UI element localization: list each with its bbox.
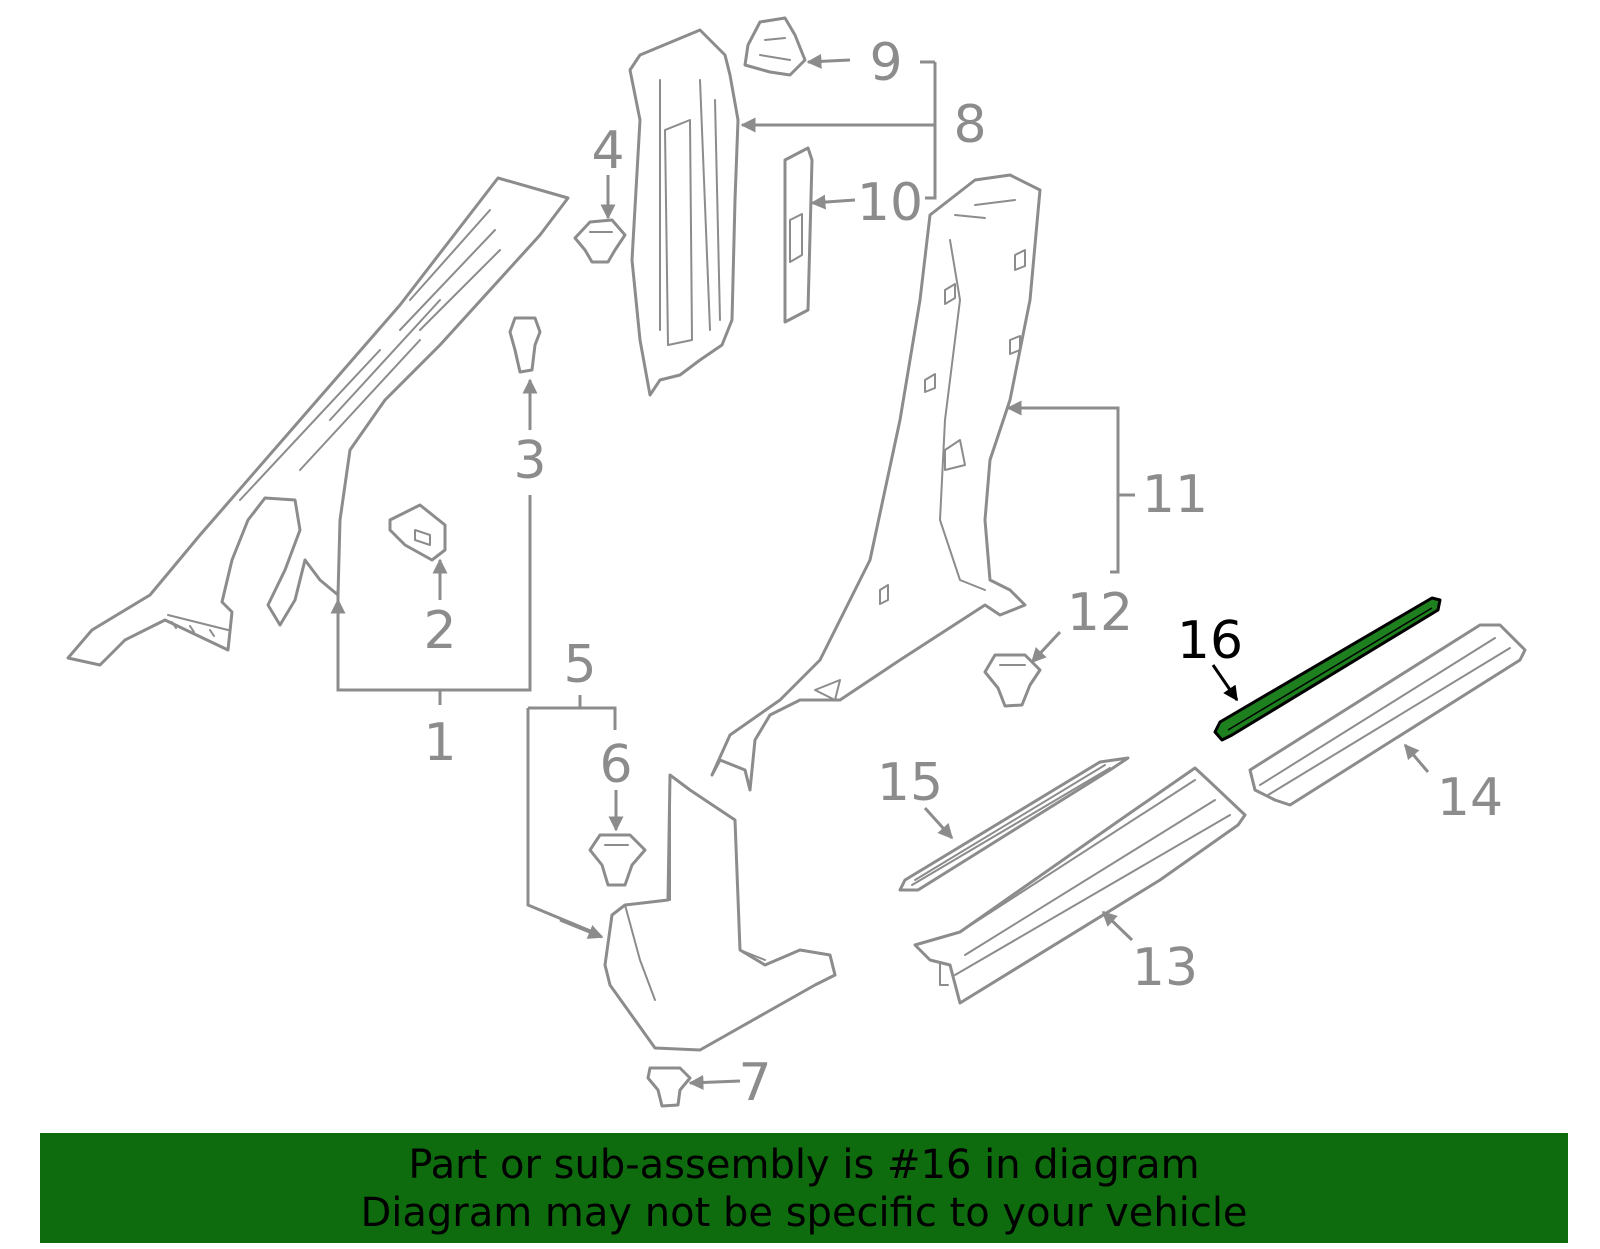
sill-strip-part-15 bbox=[898, 756, 1130, 892]
info-banner: Part or sub-assembly is #16 in diagram D… bbox=[40, 1133, 1568, 1243]
callout-1: 1 bbox=[423, 713, 456, 773]
callout-4: 4 bbox=[591, 121, 624, 181]
highlighted-seal-strip-part-16[interactable] bbox=[1213, 596, 1442, 742]
callout-12: 12 bbox=[1067, 583, 1133, 643]
scuff-plate-part-13 bbox=[913, 766, 1247, 1005]
callout-15: 15 bbox=[877, 753, 943, 813]
leader-lines bbox=[330, 53, 1430, 1090]
clip-part-12 bbox=[983, 653, 1042, 708]
callout-7: 7 bbox=[738, 1053, 771, 1113]
kick-panel-part-5 bbox=[603, 773, 837, 1052]
callout-10: 10 bbox=[857, 173, 923, 233]
clip-part-4 bbox=[573, 218, 627, 264]
callout-13: 13 bbox=[1132, 938, 1198, 998]
clip-part-6 bbox=[588, 833, 647, 887]
callout-2: 2 bbox=[423, 601, 456, 661]
b-pillar-upper-trim-part bbox=[628, 28, 740, 397]
push-pin-part-3 bbox=[508, 316, 542, 374]
banner-line-1: Part or sub-assembly is #16 in diagram bbox=[408, 1142, 1200, 1188]
banner-line-2: Diagram may not be specific to your vehi… bbox=[360, 1190, 1248, 1236]
callout-8: 8 bbox=[953, 95, 986, 155]
callout-16-highlighted: 16 bbox=[1177, 611, 1243, 671]
callout-5: 5 bbox=[563, 635, 596, 695]
clip-part-9 bbox=[743, 16, 807, 77]
nut-part-7 bbox=[646, 1066, 692, 1108]
callout-3: 3 bbox=[513, 431, 546, 491]
sill-plate-part-14 bbox=[1248, 623, 1527, 807]
a-pillar-trim-part bbox=[66, 176, 570, 667]
b-pillar-lower-trim-part bbox=[710, 173, 1042, 792]
callout-11: 11 bbox=[1142, 465, 1208, 525]
callout-14: 14 bbox=[1437, 768, 1503, 828]
seal-strip-part-10 bbox=[783, 146, 814, 324]
callout-9: 9 bbox=[869, 33, 902, 93]
clip-part-2 bbox=[388, 503, 447, 562]
callout-6: 6 bbox=[599, 735, 632, 795]
parts-diagram: 1 2 3 4 5 6 7 8 9 10 11 12 13 14 15 16 bbox=[66, 16, 1527, 1113]
